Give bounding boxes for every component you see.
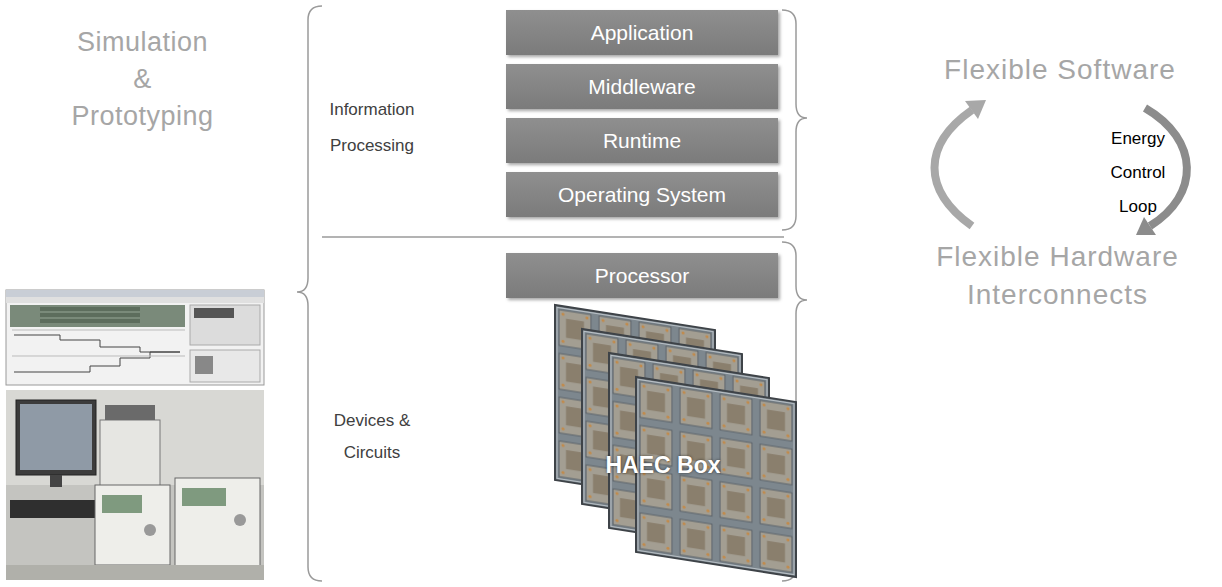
- layer-group-label: Devices & Circuits: [322, 405, 422, 469]
- side-title: Flexible Software: [900, 52, 1220, 88]
- side-title: Simulation & Prototyping: [70, 24, 215, 135]
- side-title: Flexible Hardware Interconnects: [895, 238, 1220, 314]
- layer-box: Application: [506, 10, 778, 55]
- screenshot-picture: [6, 290, 264, 385]
- layer-box: Operating System: [506, 172, 778, 217]
- layer-group-label: Information Processing: [322, 92, 422, 164]
- box-text: Application: [591, 21, 694, 45]
- layer-box: Middleware: [506, 64, 778, 109]
- board-stack: [555, 305, 796, 577]
- box-text: Processor: [595, 264, 690, 288]
- loop-arrows: [935, 100, 1187, 235]
- box-text: Runtime: [603, 129, 681, 153]
- loop-label: Energy Control Loop: [1100, 122, 1176, 224]
- layer-box: Runtime: [506, 118, 778, 163]
- brace: [297, 6, 322, 581]
- lab-photo: [6, 390, 264, 580]
- box-text: Middleware: [588, 75, 695, 99]
- box-text: Operating System: [558, 183, 726, 207]
- separator-line: [322, 236, 784, 238]
- box-text: HAEC Box: [605, 452, 720, 479]
- brace: [782, 10, 807, 230]
- haec-box: HAEC Box: [588, 444, 738, 486]
- layer-box: Processor: [506, 253, 778, 298]
